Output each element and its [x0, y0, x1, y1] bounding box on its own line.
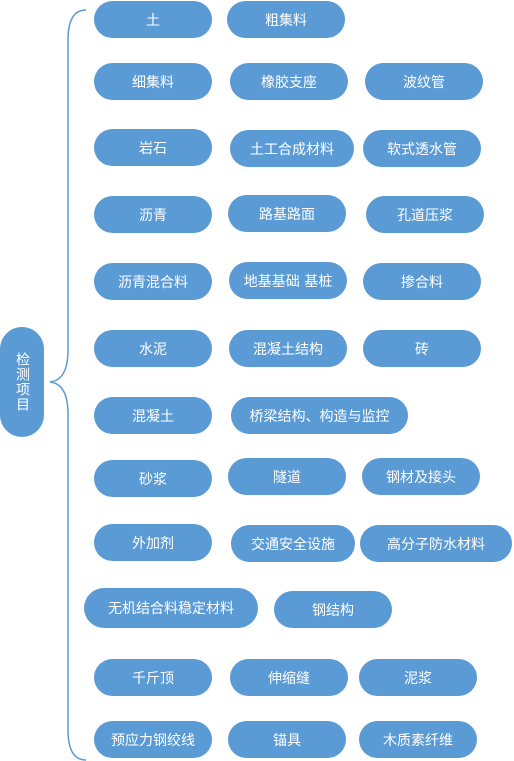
node-slurry: 泥浆	[359, 659, 477, 696]
node-cement: 水泥	[94, 330, 212, 367]
node-soil: 土	[94, 1, 212, 38]
node-geosynthetics: 土工合成材料	[230, 130, 354, 167]
node-tunnel: 隧道	[228, 458, 346, 495]
node-soft-drain-pipe: 软式透水管	[363, 130, 481, 167]
node-rubber-bearing: 橡胶支座	[230, 63, 348, 100]
node-corrugated-pipe: 波纹管	[365, 63, 483, 100]
node-polymer-waterproof: 高分子防水材料	[360, 525, 512, 562]
node-steel-joints: 钢材及接头	[362, 458, 480, 495]
node-coarse-aggregate: 粗集料	[227, 1, 345, 38]
node-fine-aggregate: 细集料	[94, 63, 212, 100]
node-asphalt: 沥青	[94, 196, 212, 233]
node-steel-structure: 钢结构	[274, 591, 392, 628]
node-foundation-pile: 地基基础 基桩	[229, 262, 347, 299]
node-asphalt-mixture: 沥青混合料	[94, 263, 212, 300]
node-inorganic-binder: 无机结合料稳定材料	[84, 588, 258, 628]
node-prestressed-strand: 预应力钢绞线	[94, 721, 212, 758]
node-bridge-monitoring: 桥梁结构、构造与监控	[231, 397, 408, 434]
node-subgrade-pavement: 路基路面	[228, 195, 346, 232]
node-admixture-material: 掺合料	[363, 263, 481, 300]
node-expansion-joint: 伸缩缝	[230, 659, 348, 696]
node-duct-grouting: 孔道压浆	[366, 196, 484, 233]
node-admixture: 外加剂	[94, 524, 212, 561]
node-jack: 千斤顶	[94, 659, 212, 696]
root-node: 检测项目	[0, 327, 44, 437]
node-mortar: 砂浆	[94, 460, 212, 497]
node-lignin-fiber: 木质素纤维	[359, 721, 477, 758]
node-traffic-safety: 交通安全设施	[231, 525, 355, 562]
root-label: 检测项目	[14, 352, 30, 412]
node-rock: 岩石	[94, 129, 212, 166]
node-brick: 砖	[363, 330, 481, 367]
node-concrete: 混凝土	[94, 397, 212, 434]
node-concrete-structure: 混凝土结构	[229, 330, 347, 367]
node-anchorage: 锚具	[228, 721, 346, 758]
